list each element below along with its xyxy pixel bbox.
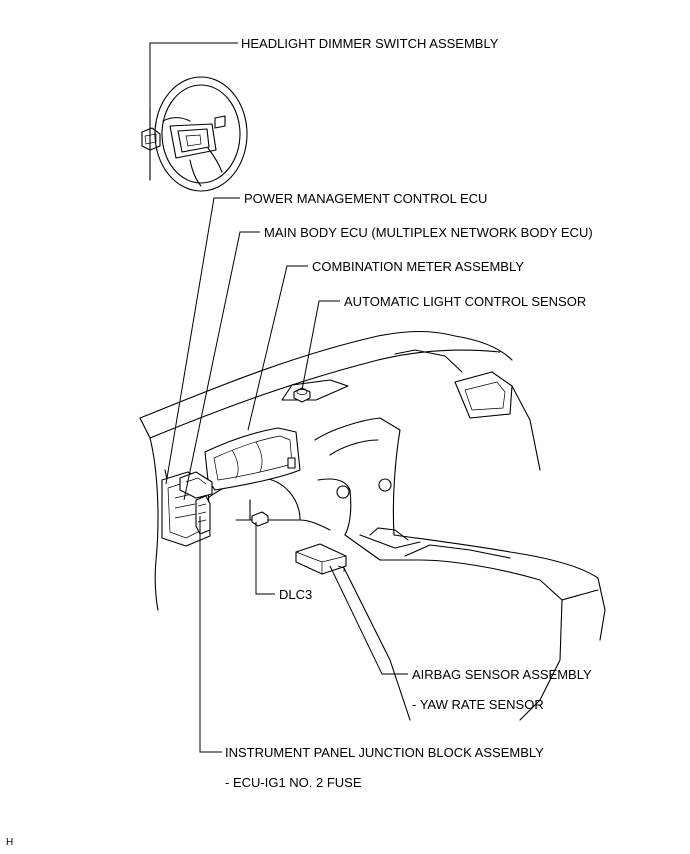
- airbag-sensor-illustration: [295, 543, 347, 575]
- label-main-body-ecu: MAIN BODY ECU (MULTIPLEX NETWORK BODY EC…: [264, 225, 593, 240]
- label-airbag-sensor: AIRBAG SENSOR ASSEMBLY: [412, 667, 592, 682]
- label-power-management-ecu: POWER MANAGEMENT CONTROL ECU: [244, 191, 488, 206]
- dlc3-illustration: [251, 511, 269, 527]
- label-dlc3: DLC3: [279, 587, 313, 602]
- leader-lines: [149, 42, 408, 753]
- label-headlight-dimmer-switch: HEADLIGHT DIMMER SWITCH ASSEMBLY: [241, 36, 499, 51]
- label-ip-junction-block: INSTRUMENT PANEL JUNCTION BLOCK ASSEMBLY: [225, 745, 544, 760]
- combination-meter-illustration: [204, 427, 301, 491]
- junction-block-ecu-illustration: [161, 471, 213, 547]
- label-automatic-light-sensor: AUTOMATIC LIGHT CONTROL SENSOR: [344, 294, 587, 309]
- label-ecu-ig1-fuse: - ECU-IG1 NO. 2 FUSE: [225, 775, 362, 790]
- label-yaw-rate-sensor: - YAW RATE SENSOR: [412, 697, 544, 712]
- corner-mark: H: [6, 837, 14, 848]
- steering-wheel-illustration: [141, 76, 248, 192]
- label-combination-meter: COMBINATION METER ASSEMBLY: [312, 259, 524, 274]
